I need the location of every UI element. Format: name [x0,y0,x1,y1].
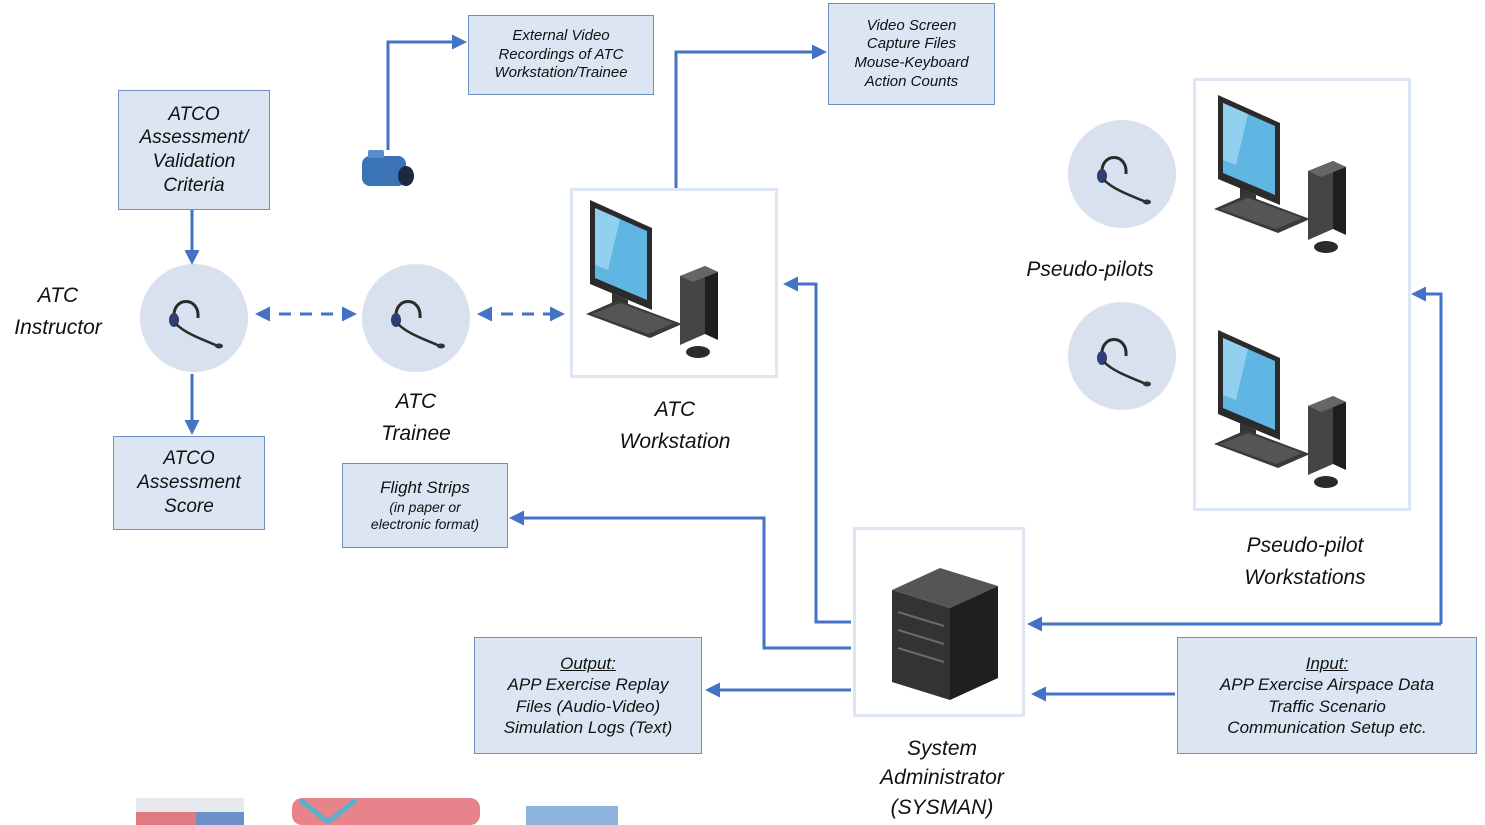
instructor-circle [140,264,248,372]
external-video-box: External Video Recordings of ATC Worksta… [468,15,654,95]
pilot-circle-2 [1068,302,1176,410]
input-line: APP Exercise Airspace Data [1219,675,1435,695]
sysman-label-line: (SYSMAN) [890,795,994,819]
criteria-line: Validation [152,151,236,172]
trainee-circle [362,264,470,372]
flight-strips-box: Flight Strips (in paper or electronic fo… [342,463,508,548]
headset-icon [1095,156,1153,206]
screen-capture-box: Video Screen Capture Files Mouse-Keyboar… [828,3,995,105]
screen-capture-line: Action Counts [864,72,959,90]
workstation-label-line: ATC [654,398,696,421]
instructor-label: ATC Instructor [2,280,114,343]
output-box: Output: APP Exercise Replay Files (Audio… [474,637,702,754]
headset-icon [167,300,225,350]
score-line: ATCO [163,448,215,470]
computer-icon [1214,330,1346,488]
pseudo-workstations-line: Workstations [1244,565,1366,589]
input-heading: Input: [1305,654,1349,673]
screen-capture-line: Video Screen [866,16,957,34]
camera-icon [362,150,414,186]
external-video-line: External Video [512,26,610,44]
criteria-line: Assessment/ [139,127,249,149]
instructor-label-line: Instructor [14,315,102,339]
criteria-line: ATCO [168,103,220,125]
sysman-label-line: Administrator [880,766,1004,790]
criteria-box: ATCO Assessment/ Validation Criteria [118,90,270,210]
workstation-label: ATC Workstation [590,394,760,457]
footer-logos [136,798,618,825]
computer-icon [1214,95,1346,253]
input-line: Traffic Scenario [1268,696,1386,716]
output-line: APP Exercise Replay [507,675,669,695]
output-line: Simulation Logs (Text) [503,717,673,737]
pseudo-pilots-label: Pseudo-pilots [1026,258,1154,281]
screen-capture-line: Capture Files [866,35,957,53]
headset-icon [389,300,447,350]
sysman-label-line: System [906,737,977,760]
trainee-label-line: ATC [395,390,437,413]
criteria-line: Criteria [163,174,225,196]
flight-strips-title: Flight Strips [380,478,470,498]
pilot-circle-1 [1068,120,1176,228]
pseudo-workstations-line: Pseudo-pilot [1246,534,1364,557]
input-line: Communication Setup etc. [1227,717,1427,737]
headset-icon [1095,338,1153,388]
sysman-label: System Administrator (SYSMAN) [862,734,1022,822]
score-line: Score [164,495,214,517]
output-line: Files (Audio-Video) [515,696,661,716]
workstation-label-line: Workstation [619,429,731,453]
instructor-label-line: ATC [37,284,79,307]
trainee-label: ATC Trainee [362,386,470,449]
external-video-line: Workstation/Trainee [494,64,628,82]
server-icon [892,568,998,700]
trainee-label-line: Trainee [381,421,451,445]
pseudo-workstations-label: Pseudo-pilot Workstations [1212,530,1398,593]
flight-strips-line: (in paper or [389,498,461,515]
screen-capture-line: Mouse-Keyboard [854,54,969,71]
computer-icon [586,200,718,358]
input-box: Input: APP Exercise Airspace Data Traffi… [1177,637,1477,754]
flight-strips-line: electronic format) [370,516,480,533]
external-video-line: Recordings of ATC [498,45,624,63]
score-line: Assessment [137,472,241,494]
output-heading: Output: [560,654,616,673]
score-box: ATCO Assessment Score [113,436,265,530]
